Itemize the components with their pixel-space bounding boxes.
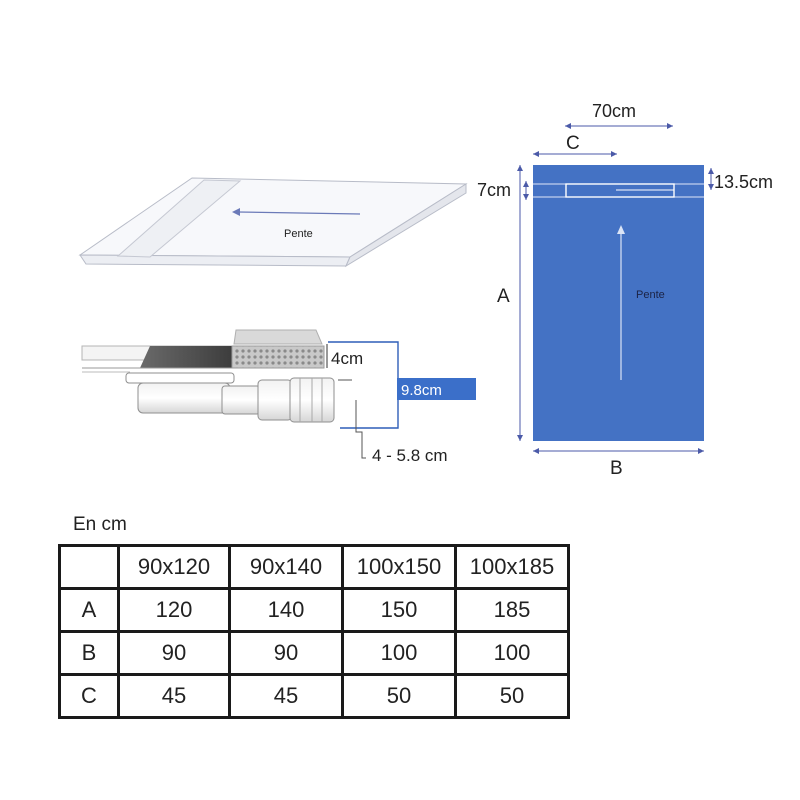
table-header-cell: 90x140 [228,544,344,590]
dim-b-label: B [610,458,623,479]
table-cell: 100 [454,630,570,676]
drain-cross-section: 4cm 9.8cm 4 - 5.8 cm [81,329,476,465]
table-row: B 90 90 100 100 [58,630,570,676]
dim-c-label: C [566,133,580,154]
dim-c-arrow-right [611,151,617,157]
dim-total-label: 9.8cm [401,382,442,399]
dim-outlet-label: 4 - 5.8 cm [372,446,448,465]
dim-a-label: A [497,286,510,307]
table-header-cell: 100x185 [454,544,570,590]
table-cell: 90 [117,630,231,676]
top-slope-label: Pente [636,289,665,301]
dim-width-arrow-right [667,123,673,129]
drain-channel-strip [116,179,242,258]
table-cell: 90 [228,630,344,676]
table-cell: 45 [228,673,344,719]
table-cell: 120 [117,587,231,633]
dim-b-arrow-right [698,448,704,454]
row-label: C [58,673,120,719]
table-caption: En cm [73,514,127,535]
tray-right-edge [344,183,467,268]
grate-dark [140,346,234,368]
dim-b-arrow-left [533,448,539,454]
dim-channel-label: 7cm [477,180,511,200]
drain-flange [125,372,235,384]
table-row: C 45 45 50 50 [58,673,570,719]
dim-width-label: 70cm [592,101,636,121]
table-cell: 150 [341,587,457,633]
tray-front-edge [79,254,351,267]
table-cell: 45 [117,673,231,719]
dim-offset-arrow-bottom [708,184,714,190]
dim-a-arrow-bottom [517,435,523,441]
top-slope-arrow-head [617,225,625,234]
table-header-cell: 90x120 [117,544,231,590]
dim-channel-arrow-bottom [523,194,529,200]
table-header-cell [58,544,120,590]
dim-offset-arrow-top [708,168,714,174]
grate-cover [233,329,323,345]
dim-a-arrow-top [517,165,523,171]
table-cell: 50 [454,673,570,719]
table-cell: 100 [341,630,457,676]
dim-offset-label: 13.5cm [714,172,773,192]
dim-width-arrow-left [565,123,571,129]
table-cell: 140 [228,587,344,633]
row-label: A [58,587,120,633]
table-cell: 50 [341,673,457,719]
dim-c-arrow-left [533,151,539,157]
tray-top-view [533,165,704,441]
drain-body [137,382,231,414]
drain-elbow [221,385,261,415]
top-view-tray: Pente 70cm C 7cm 13.5cm A B [477,101,773,479]
perspective-tray: Pente [78,177,468,268]
table-row: A 120 140 150 185 [58,587,570,633]
perspective-slope-label: Pente [284,228,313,240]
table-header-cell: 100x150 [341,544,457,590]
grate-mesh [231,345,325,369]
dim-outlet-bracket [355,400,366,459]
drain-coupling [257,379,293,421]
row-label: B [58,630,120,676]
dim-channel-arrow-top [523,181,529,187]
dim-grate-label: 4cm [331,349,363,368]
table-header-row: 90x120 90x140 100x150 100x185 [58,544,570,590]
dimension-table: 90x120 90x140 100x150 100x185 A 120 140 … [58,544,570,719]
slope-arrow-head [232,208,240,216]
table-cell: 185 [454,587,570,633]
slope-arrow-line [237,211,361,215]
dim-total-badge [397,378,476,400]
